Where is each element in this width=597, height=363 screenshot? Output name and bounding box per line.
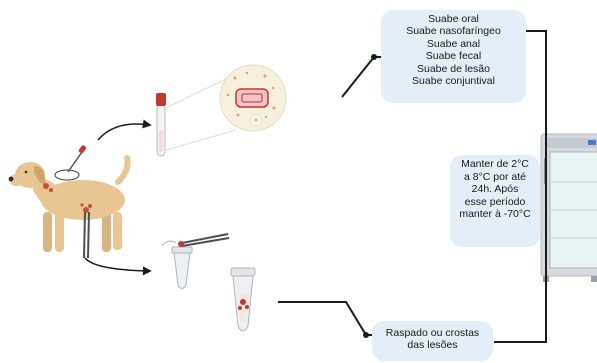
swab-stick-icon <box>55 145 87 180</box>
swab-type-line: Suabe conjuntival <box>381 75 526 87</box>
virus-particle-icon <box>220 65 286 131</box>
arrow-to-microtube <box>85 258 150 271</box>
storage-line: a 8°C por até <box>452 171 538 184</box>
swab-type-line: Suabe oral <box>381 13 526 25</box>
swab-tube-icon <box>156 93 166 156</box>
storage-line: Manter de 2°C <box>452 158 538 171</box>
scrape-line: Raspado ou crostas <box>372 327 493 339</box>
storage-instructions-box: Manter de 2°C a 8°C por até 24h. Após es… <box>450 155 540 247</box>
scrape-sample-box: Raspado ou crostas das lesões <box>372 321 493 361</box>
swab-type-line: Suabe nasofaríngeo <box>381 25 526 37</box>
storage-line: 24h. Após <box>452 183 538 196</box>
dog-icon <box>9 158 128 252</box>
connector-tube-to-scrape <box>278 302 372 338</box>
refrigerator-icon <box>541 134 597 282</box>
swab-type-line: Suabe de lesão <box>381 63 526 75</box>
storage-line: esse período <box>452 196 538 209</box>
swab-type-line: Suabe fecal <box>381 50 526 62</box>
swab-types-box: Suabe oral Suabe nasofaríngeo Suabe anal… <box>381 10 526 103</box>
microtube-icon <box>231 268 255 331</box>
storage-line: manter à -70°C <box>452 208 538 221</box>
scrape-line: das lesões <box>372 339 493 351</box>
swab-type-line: Suabe anal <box>381 38 526 50</box>
arrow-to-swab-tube <box>98 124 150 140</box>
microtube-with-tweezers-icon <box>162 234 229 289</box>
